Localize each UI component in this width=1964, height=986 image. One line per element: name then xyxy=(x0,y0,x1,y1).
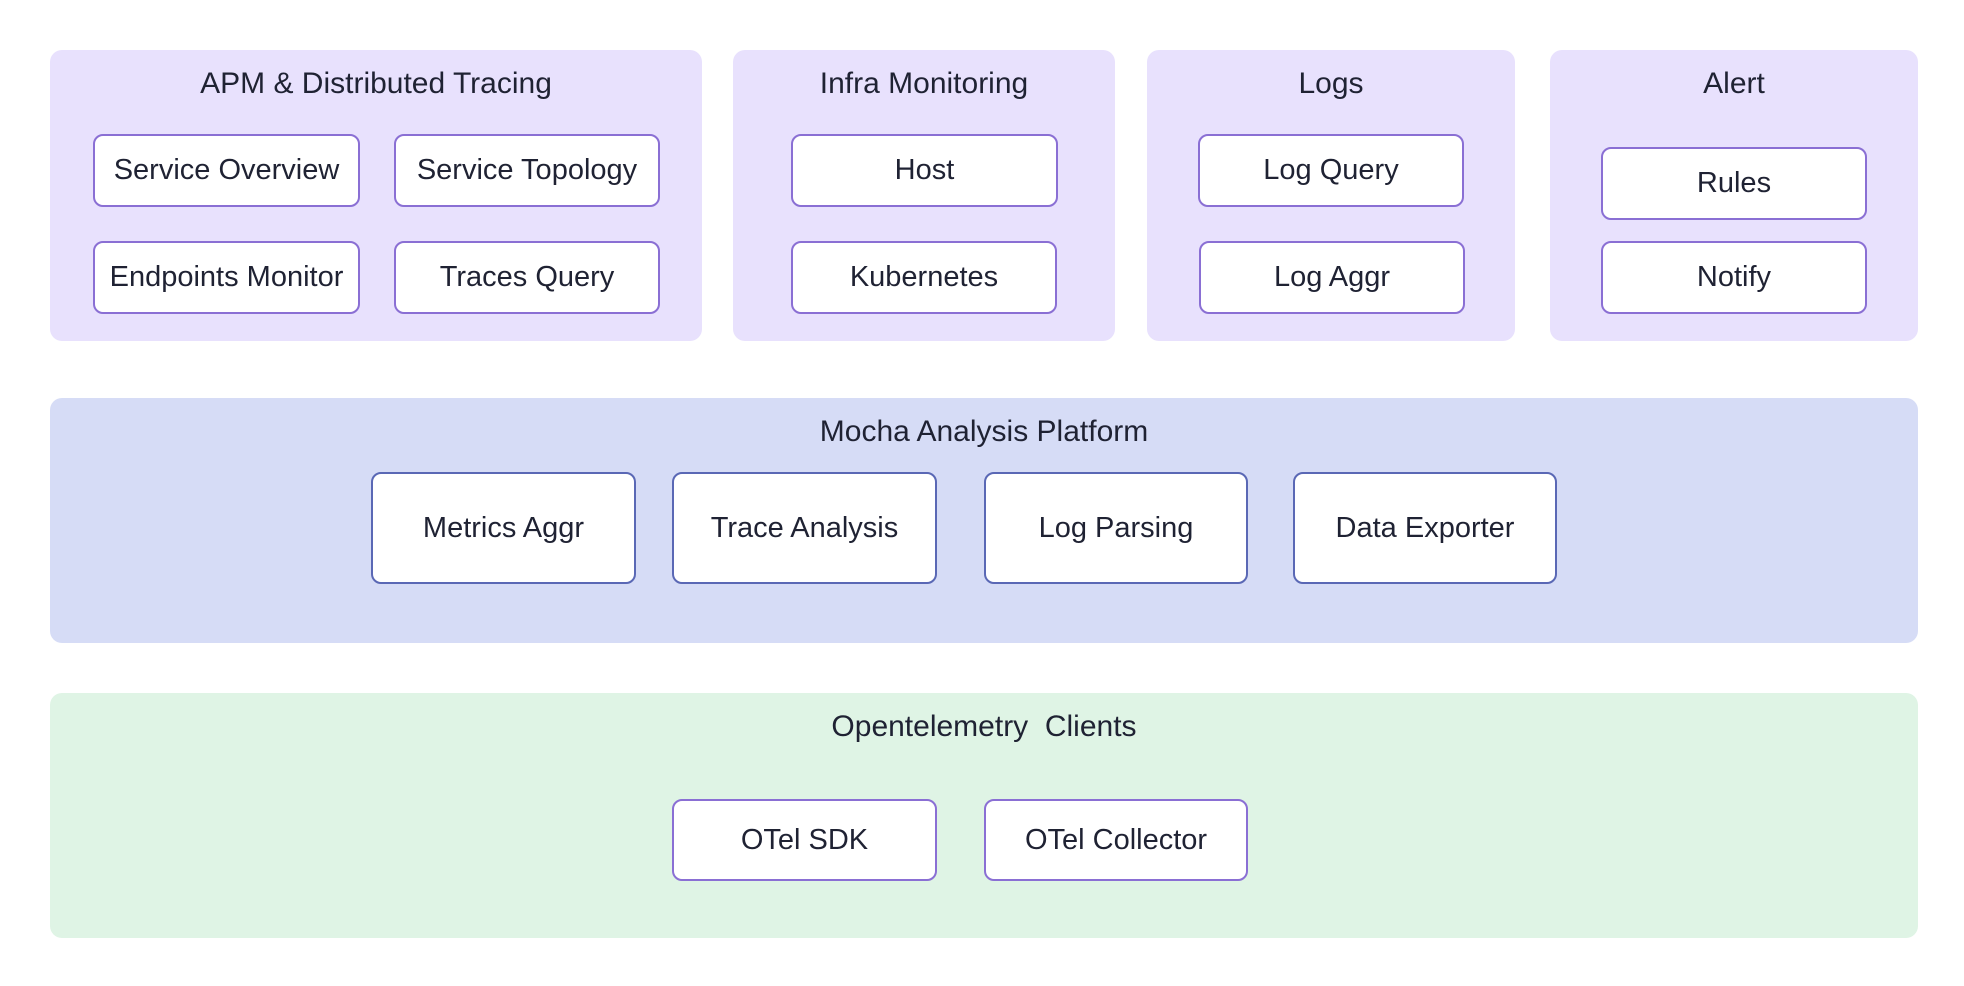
kubernetes-node[interactable]: Kubernetes xyxy=(791,241,1057,314)
logs-group-title: Logs xyxy=(1298,67,1364,100)
otel-collector-node[interactable]: OTel Collector xyxy=(984,799,1248,881)
service-topology-node[interactable]: Service Topology xyxy=(394,134,660,207)
traces-query-node[interactable]: Traces Query xyxy=(394,241,660,314)
service-overview-node[interactable]: Service Overview xyxy=(93,134,360,207)
logs-group: Logs Log Query Log Aggr xyxy=(1147,50,1515,341)
infra-group-title: Infra Monitoring xyxy=(819,67,1029,100)
apm-group: APM & Distributed Tracing Service Overvi… xyxy=(50,50,702,341)
otel-group-title: Opentelemetry Clients xyxy=(831,710,1137,743)
mocha-group: Mocha Analysis Platform Metrics Aggr Tra… xyxy=(50,398,1918,643)
metrics-aggr-node[interactable]: Metrics Aggr xyxy=(371,472,636,584)
infra-group: Infra Monitoring Host Kubernetes xyxy=(733,50,1115,341)
trace-analysis-node[interactable]: Trace Analysis xyxy=(672,472,937,584)
otel-group: Opentelemetry Clients OTel SDK OTel Coll… xyxy=(50,693,1918,938)
mocha-group-title: Mocha Analysis Platform xyxy=(819,415,1149,448)
apm-group-title: APM & Distributed Tracing xyxy=(200,67,552,100)
endpoints-monitor-node[interactable]: Endpoints Monitor xyxy=(93,241,360,314)
log-aggr-node[interactable]: Log Aggr xyxy=(1199,241,1465,314)
log-query-node[interactable]: Log Query xyxy=(1198,134,1464,207)
rules-node[interactable]: Rules xyxy=(1601,147,1867,220)
alert-group: Alert Rules Notify xyxy=(1550,50,1918,341)
otel-sdk-node[interactable]: OTel SDK xyxy=(672,799,937,881)
log-parsing-node[interactable]: Log Parsing xyxy=(984,472,1248,584)
alert-group-title: Alert xyxy=(1703,67,1765,100)
notify-node[interactable]: Notify xyxy=(1601,241,1867,314)
host-node[interactable]: Host xyxy=(791,134,1058,207)
data-exporter-node[interactable]: Data Exporter xyxy=(1293,472,1557,584)
